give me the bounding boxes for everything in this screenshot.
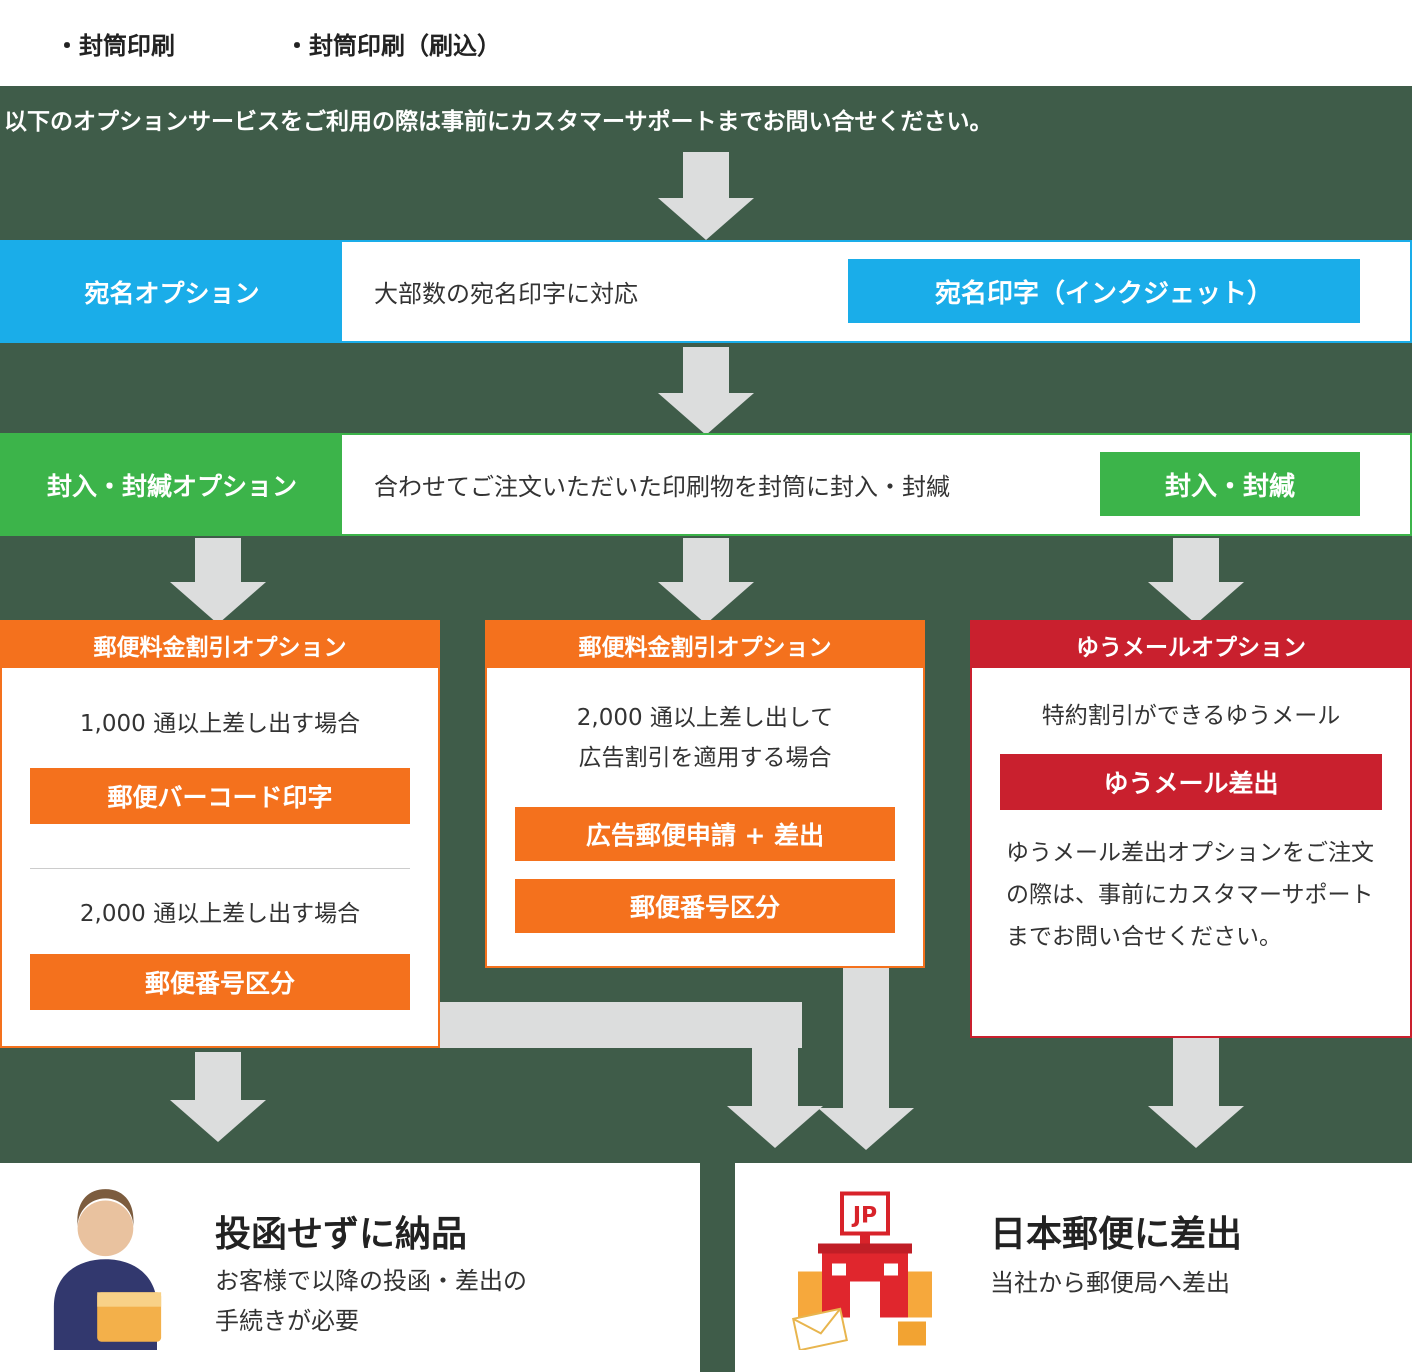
down-arrow: [658, 152, 754, 240]
yu-mail-note: ゆうメール差出オプションをご注文の際は、事前にカスタマーサポートまでお問い合せく…: [1006, 840, 1374, 950]
down-arrow: [658, 538, 754, 624]
postal-discount-card-center: 郵便料金割引オプション 2,000 通以上差し出して 広告割引を適用する場合 広…: [485, 620, 925, 968]
card-header: 郵便料金割引オプション: [487, 622, 923, 668]
deliver-without-posting-box: 投函せずに納品 お客様で以降の投函・差出の 手続きが必要: [0, 1163, 700, 1372]
result-title: 日本郵便に差出: [990, 1214, 1243, 1255]
addressing-print-button[interactable]: 宛名印字（インクジェット）: [848, 259, 1360, 323]
insert-seal-option-label: 封入・封緘オプション: [2, 435, 342, 534]
post-office-icon: JP: [792, 1191, 932, 1350]
insert-seal-button[interactable]: 封入・封緘: [1100, 452, 1360, 516]
insert-seal-option-row: 封入・封緘オプション 合わせてご注文いただいた印刷物を封筒に封入・封緘 封入・封…: [0, 433, 1412, 536]
product-type-envelope-print: ・封筒印刷: [55, 31, 175, 60]
result-description-line1: お客様で以降の投函・差出の: [215, 1267, 527, 1295]
condition-text: 1,000 通以上差し出す場合: [79, 711, 361, 737]
person-with-package-icon: [53, 1189, 162, 1350]
postal-code-sort-button[interactable]: 郵便番号区分: [515, 879, 895, 933]
down-arrow: [818, 968, 914, 1150]
result-description: 当社から郵便局へ差出: [990, 1269, 1230, 1297]
postal-code-sort-button[interactable]: 郵便番号区分: [30, 954, 410, 1010]
jp-sign-label: JP: [851, 1204, 877, 1229]
postal-discount-card-left: 郵便料金割引オプション 1,000 通以上差し出す場合 郵便バーコード印字 2,…: [0, 620, 440, 1048]
addressing-option-row: 宛名オプション 大部数の宛名印字に対応 宛名印字（インクジェット）: [0, 240, 1412, 343]
addressing-option-label: 宛名オプション: [2, 242, 342, 341]
condition-text: 2,000 通以上差し出す場合: [79, 901, 361, 927]
insert-seal-option-description: 合わせてご注文いただいた印刷物を封筒に封入・封緘: [374, 473, 950, 501]
product-type-envelope-print-preprinted: ・封筒印刷（刷込）: [285, 31, 501, 60]
down-arrow: [658, 347, 754, 435]
card-header: 郵便料金割引オプション: [2, 622, 438, 668]
postal-barcode-print-button[interactable]: 郵便バーコード印字: [30, 768, 410, 824]
yu-mail-option-card: ゆうメールオプション 特約割引ができるゆうメール ゆうメール差出 ゆうメール差出…: [970, 620, 1412, 1038]
condition-text-line2: 広告割引を適用する場合: [578, 745, 832, 771]
japan-post-submit-box: JP 日本郵便に差出 当社から郵便局へ差出: [735, 1163, 1412, 1372]
condition-text-line1: 2,000 通以上差し出して: [576, 705, 834, 731]
product-type-bar: ・封筒印刷 ・封筒印刷（刷込）: [0, 0, 1412, 86]
down-arrow: [170, 538, 266, 624]
intro-note: 以下のオプションサービスをご利用の際は事前にカスタマーサポートまでお問い合せくだ…: [4, 109, 993, 135]
ad-mail-apply-button[interactable]: 広告郵便申請 + 差出: [515, 807, 895, 861]
down-arrow: [170, 1052, 266, 1142]
down-arrow: [1148, 538, 1244, 624]
yu-mail-submit-button[interactable]: ゆうメール差出: [1000, 754, 1382, 810]
result-title: 投函せずに納品: [215, 1214, 468, 1255]
down-arrow: [1148, 1038, 1244, 1148]
card-header: ゆうメールオプション: [972, 622, 1410, 668]
down-arrow: [727, 1048, 823, 1148]
divider: [30, 868, 410, 869]
yu-mail-text: 特約割引ができるゆうメール: [1041, 703, 1341, 729]
elbow-connector: [440, 1002, 802, 1048]
result-description-line2: 手続きが必要: [215, 1307, 359, 1335]
addressing-option-description: 大部数の宛名印字に対応: [374, 280, 638, 308]
